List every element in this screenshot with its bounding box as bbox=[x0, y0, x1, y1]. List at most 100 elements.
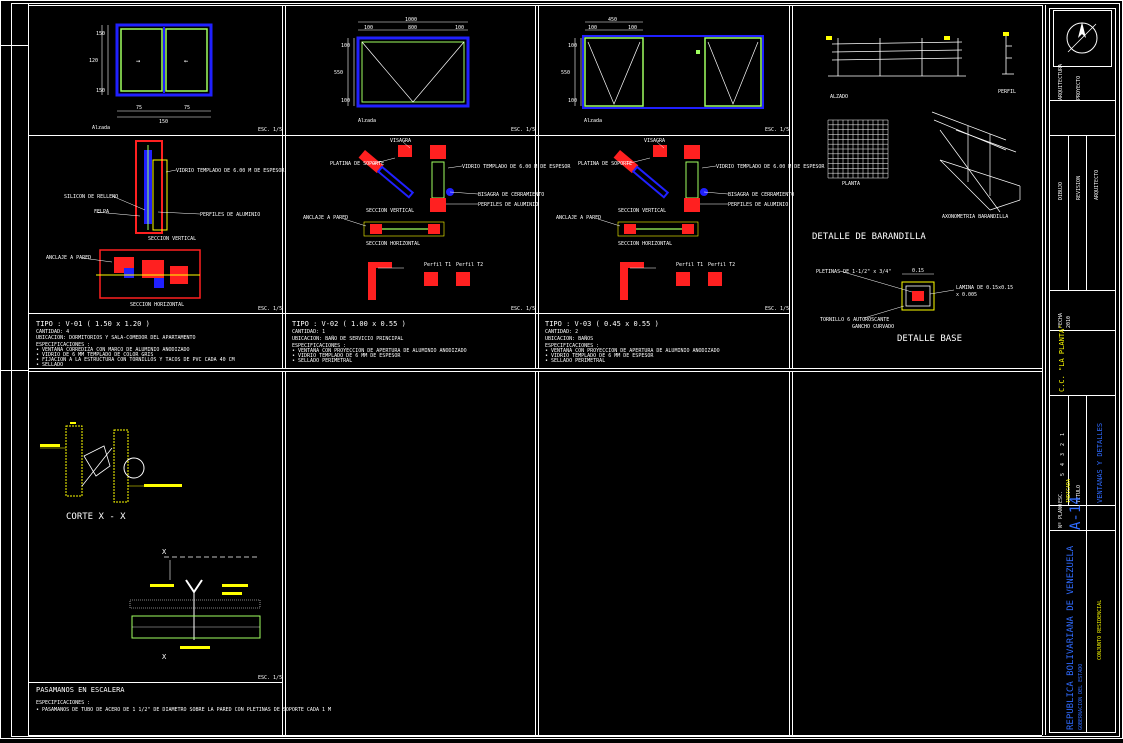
v02-callout-profiles: PERFILES DE ALUMINIO bbox=[478, 202, 538, 208]
tb-rev-3: 3 bbox=[1060, 453, 1066, 456]
v03-dim-h-bottom: 100 bbox=[568, 98, 577, 104]
tb-rev-5: 5 bbox=[1060, 473, 1066, 476]
v03-callout-visagra: VISAGRA bbox=[644, 138, 665, 144]
base-callout-tornillo: TORNILLO 6 AUTOROSCANTE bbox=[820, 317, 889, 323]
v01-spec-2: ESPECIFICACIONES : bbox=[36, 342, 90, 348]
panel-v01: → ← 150 75 75 150 120 150 Alzada ESC. 1/… bbox=[36, 23, 285, 368]
v01-callout-felpa: FELPA bbox=[94, 209, 109, 215]
v02-spec-1: UBICACION: BAÑO DE SERVICIO PRINCIPAL bbox=[292, 335, 403, 342]
pasamanos-spec-0: ESPECIFICACIONES : bbox=[36, 700, 90, 706]
v03-dim-width: 450 bbox=[608, 17, 617, 23]
v02-callout-glass: VIDRIO TEMPLADO DE 6.00 M DE ESPESOR bbox=[462, 164, 571, 170]
v01-dim-h-top: 150 bbox=[96, 31, 105, 37]
v03-scale: ESC. 1/5 bbox=[765, 127, 789, 133]
v03-elevation: 450 100 100 550 100 100 Alzada ESC. 1/5 bbox=[561, 17, 789, 133]
base-callout-lamina-2: x 0.005 bbox=[956, 292, 977, 298]
railing-detail-title: DETALLE DE BARANDILLA bbox=[812, 232, 926, 242]
tb-republic: REPUBLICA BOLIVARIANA DE VENEZUELA bbox=[1066, 545, 1076, 730]
v02-spec-block: TIPO : V-02 ( 1.00 x 0.55 ) CANTIDAD: 1 … bbox=[292, 320, 467, 364]
v03-callout-sec-h: SECCION HORIZONTAL bbox=[618, 241, 672, 247]
v01-spec-0: CANTIDAD: 4 bbox=[36, 329, 69, 335]
v03-dim-h-top: 100 bbox=[568, 43, 577, 49]
tb-sheet-number: A-14 bbox=[1068, 496, 1084, 530]
pasamanos-spec-block: PASAMANOS EN ESCALERA ESPECIFICACIONES :… bbox=[36, 686, 331, 713]
v01-spec-5: • FIJACION A LA ESTRUCTURA CON TORNILLOS… bbox=[36, 357, 235, 363]
tb-project-name: C.C. "LA PLANTA" bbox=[1058, 325, 1066, 392]
base-callout-gancho: GANCHO CURVADO bbox=[852, 324, 894, 330]
base-detail-title: DETALLE BASE bbox=[897, 334, 962, 344]
railing-planta-label: PLANTA bbox=[842, 181, 860, 187]
arrow-right-icon: → bbox=[136, 57, 140, 65]
panel-v03: 450 100 100 550 100 100 Alzada ESC. 1/5 bbox=[545, 17, 825, 364]
v01-callout-glass: VIDRIO TEMPLADO DE 6.00 M DE ESPESOR bbox=[176, 168, 285, 174]
v02-callout-sec-h: SECCION HORIZONTAL bbox=[366, 241, 420, 247]
v01-scale: ESC. 1/5 bbox=[258, 127, 282, 133]
v01-spec-1: UBICACION: DORMITORIOS Y SALA-COMEDOR DE… bbox=[36, 335, 196, 341]
v03-spec-block: TIPO : V-03 ( 0.45 x 0.55 ) CANTIDAD: 2 … bbox=[545, 320, 720, 364]
v02-callout-anchor: ANCLAJE A PARED bbox=[303, 215, 348, 221]
v03-perfil-t2: Perfil T2 bbox=[708, 262, 735, 268]
panel-pasamanos: CORTE X - X X X ESC. 1/5 PASAMANOS EN ES… bbox=[36, 422, 331, 713]
v03-callout-platina: PLATINA DE SOPORTE bbox=[578, 161, 632, 167]
tb-rev-2: 2 bbox=[1060, 443, 1066, 446]
corte-xx-title: CORTE X - X bbox=[66, 512, 126, 522]
tb-project: CONJUNTO RESIDENCIAL bbox=[1097, 600, 1103, 660]
tb-sheet-label: Nº PLANO bbox=[1058, 504, 1064, 528]
v02-callout-visagra: VISAGRA bbox=[390, 138, 411, 144]
tb-scale-label: ESC. bbox=[1058, 491, 1064, 503]
v01-section: VIDRIO TEMPLADO DE 6.00 M DE ESPESOR SIL… bbox=[46, 140, 285, 312]
v02-callout-platina: PLATINA DE SOPORTE bbox=[330, 161, 384, 167]
pasamanos-scale: ESC. 1/5 bbox=[258, 675, 282, 681]
v03-callout-anchor: ANCLAJE A PARED bbox=[556, 215, 601, 221]
v02-callout-bisagra: BISAGRA DE CERRAMIENTO bbox=[478, 192, 544, 198]
v01-elev-label: Alzada bbox=[92, 125, 110, 131]
v02-dim-width: 1000 bbox=[405, 17, 417, 23]
tb-date-label: FECHA bbox=[1058, 313, 1064, 328]
title-block: ARQUITECTURA PROYECTO DIBUJO REVISION AR… bbox=[1049, 8, 1116, 733]
v03-perfil-t1: Perfil T1 bbox=[676, 262, 703, 268]
v02-dim-h-top: 100 bbox=[341, 43, 350, 49]
v01-dim-width: 150 bbox=[159, 119, 168, 125]
v01-spec-3: • VENTANA CORREDIZA CON MARCO DE ALUMINI… bbox=[36, 347, 190, 353]
v01-spec-6: • SELLADO bbox=[36, 362, 63, 368]
v01-dim-h-left: 120 bbox=[89, 58, 98, 64]
railing-alzado-label: ALZADO bbox=[830, 94, 848, 100]
base-detail: PLETINAS DE 1-1/2" x 3/4" 0.15 LAMINA DE… bbox=[816, 268, 1013, 330]
v02-dim-h-total: 550 bbox=[334, 70, 343, 76]
base-callout-lamina: LAMINA DE 0.15x0.15 bbox=[956, 285, 1013, 291]
v02-spec-5: • SELLADO PERIMETRAL bbox=[292, 358, 352, 364]
section-marker-top: X bbox=[162, 548, 167, 556]
v03-callout-profiles: PERFILES DE ALUMINIO bbox=[728, 202, 788, 208]
tb-names-label: ARQUITECTURA bbox=[1058, 64, 1064, 100]
v03-elev-label: Alzada bbox=[584, 118, 602, 124]
north-arrow-icon bbox=[1066, 22, 1098, 54]
v03-spec-1: UBICACION: BAÑOS bbox=[545, 335, 593, 342]
tb-rev-4: 4 bbox=[1060, 463, 1066, 466]
v02-section: VISAGRA PLATINA DE SOPORTE VIDRIO TEMPLA… bbox=[303, 138, 571, 312]
v02-scale: ESC. 1/5 bbox=[511, 127, 535, 133]
base-callout-pletinas: PLETINAS DE 1-1/2" x 3/4" bbox=[816, 269, 891, 275]
v02-spec-0: CANTIDAD: 1 bbox=[292, 329, 325, 335]
v03-dim-left: 100 bbox=[588, 25, 597, 31]
tb-drawing-title: VENTANAS Y DETALLES bbox=[1096, 423, 1104, 503]
base-callout-dim: 0.15 bbox=[912, 268, 924, 274]
tb-title-label: TITULO bbox=[1076, 485, 1082, 503]
railing-axonometry bbox=[931, 111, 1021, 213]
v03-spec-4: • VIDRIO TEMPLADO DE 6 MM DE ESPESOR bbox=[545, 353, 654, 359]
railing-perfil-label: PERFIL bbox=[998, 89, 1016, 95]
tb-role-review: REVISION bbox=[1076, 176, 1082, 200]
tb-role-architect: ARQUITECTO bbox=[1094, 170, 1100, 200]
v02-spec-3: • VENTANA CON PROYECCION DE APERTURA DE … bbox=[292, 348, 467, 354]
pasamanos-title: PASAMANOS EN ESCALERA bbox=[36, 686, 125, 694]
v02-callout-sec-v: SECCION VERTICAL bbox=[366, 208, 414, 214]
railing-elevation bbox=[828, 38, 966, 77]
v03-spec-2: ESPECIFICACIONES : bbox=[545, 343, 599, 349]
v01-spec-block: TIPO : V-01 ( 1.50 x 1.20 ) CANTIDAD: 4 … bbox=[36, 320, 235, 368]
section-marker-bottom: X bbox=[162, 653, 167, 661]
v03-dim-h-total: 550 bbox=[561, 70, 570, 76]
tb-subtitle: GOBERNACION DEL ESTADO bbox=[1078, 664, 1084, 730]
v02-spec-4: • VIDRIO TEMPLADO DE 6 MM DE ESPESOR bbox=[292, 353, 401, 359]
v02-dim-right: 100 bbox=[455, 25, 464, 31]
v02-spec-2: ESPECIFICACIONES : bbox=[292, 343, 346, 349]
